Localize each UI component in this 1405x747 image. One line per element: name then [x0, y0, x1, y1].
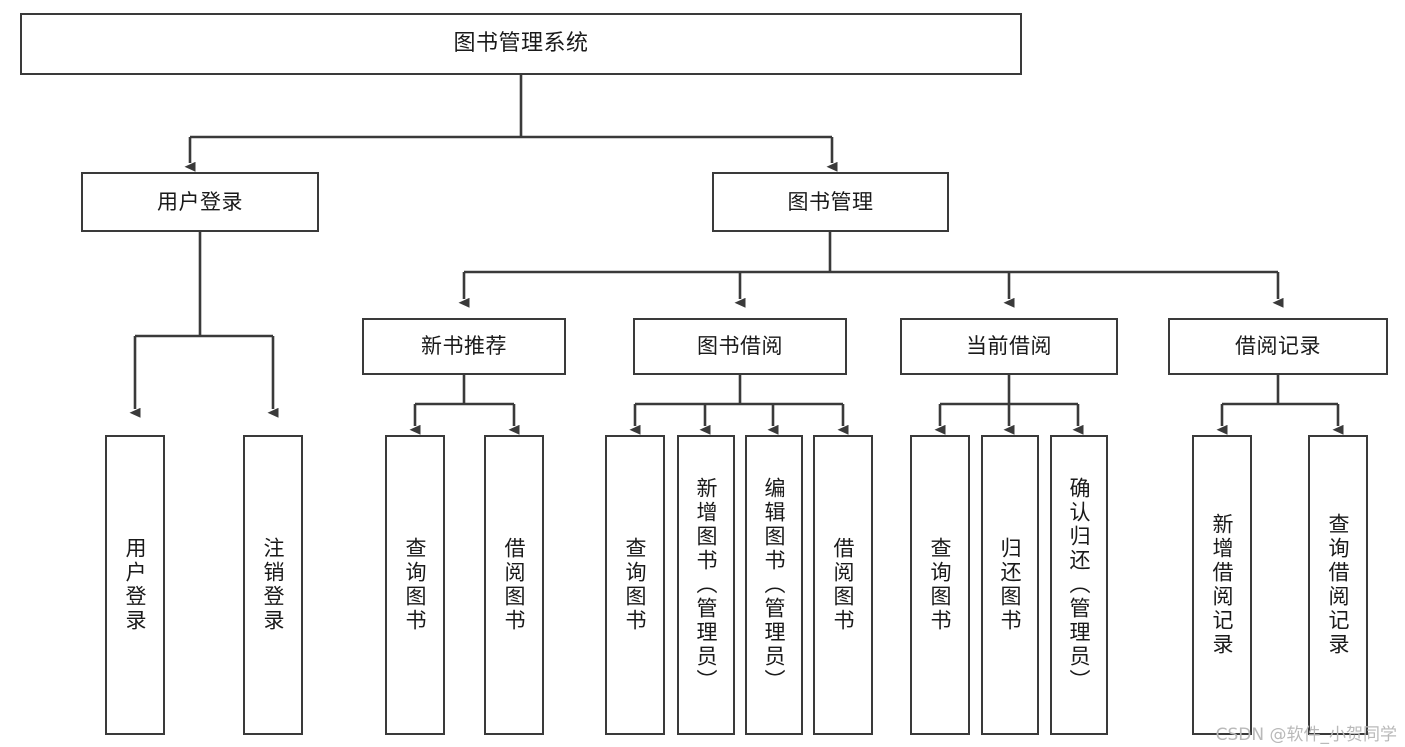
node-leaf-edit-book-label: 编辑图书（管理员）	[762, 477, 787, 693]
node-leaf-borrow-book-1[interactable]: 借阅图书	[484, 435, 544, 735]
node-leaf-query-book-2-label: 查询图书	[623, 537, 648, 633]
node-leaf-logout-login-label: 注销登录	[261, 537, 286, 633]
node-user-login-label: 用户登录	[157, 189, 243, 214]
node-current-borrow[interactable]: 当前借阅	[900, 318, 1118, 375]
node-leaf-borrow-book-1-label: 借阅图书	[502, 537, 527, 633]
node-book-manage-label: 图书管理	[787, 189, 874, 214]
node-new-book-recommend[interactable]: 新书推荐	[362, 318, 566, 375]
node-leaf-confirm-return-label: 确认归还（管理员）	[1067, 477, 1092, 693]
node-root-label: 图书管理系统	[453, 31, 589, 57]
node-leaf-return-book[interactable]: 归还图书	[981, 435, 1039, 735]
node-leaf-user-login-label: 用户登录	[123, 537, 148, 633]
node-leaf-confirm-return[interactable]: 确认归还（管理员）	[1050, 435, 1108, 735]
node-borrow-record[interactable]: 借阅记录	[1168, 318, 1388, 375]
node-leaf-logout-login[interactable]: 注销登录	[243, 435, 303, 735]
node-leaf-add-record-label: 新增借阅记录	[1210, 513, 1235, 657]
node-leaf-query-book-3[interactable]: 查询图书	[910, 435, 970, 735]
node-leaf-query-book-3-label: 查询图书	[928, 537, 953, 633]
node-leaf-query-book-2[interactable]: 查询图书	[605, 435, 665, 735]
node-leaf-query-book-1[interactable]: 查询图书	[385, 435, 445, 735]
node-leaf-add-record[interactable]: 新增借阅记录	[1192, 435, 1252, 735]
node-leaf-return-book-label: 归还图书	[998, 537, 1023, 633]
node-leaf-query-book-1-label: 查询图书	[403, 537, 428, 633]
node-leaf-borrow-book-2-label: 借阅图书	[831, 537, 856, 633]
node-leaf-borrow-book-2[interactable]: 借阅图书	[813, 435, 873, 735]
node-book-manage[interactable]: 图书管理	[712, 172, 949, 232]
node-leaf-query-record-label: 查询借阅记录	[1326, 513, 1351, 657]
node-current-borrow-label: 当前借阅	[966, 334, 1052, 359]
node-leaf-user-login[interactable]: 用户登录	[105, 435, 165, 735]
node-book-borrow[interactable]: 图书借阅	[633, 318, 847, 375]
node-book-borrow-label: 图书借阅	[697, 334, 783, 359]
node-user-login[interactable]: 用户登录	[81, 172, 319, 232]
node-borrow-record-label: 借阅记录	[1235, 334, 1321, 359]
node-root[interactable]: 图书管理系统	[20, 13, 1022, 75]
node-leaf-edit-book[interactable]: 编辑图书（管理员）	[745, 435, 803, 735]
node-leaf-query-record[interactable]: 查询借阅记录	[1308, 435, 1368, 735]
node-leaf-add-book-label: 新增图书（管理员）	[694, 477, 719, 693]
node-new-book-recommend-label: 新书推荐	[421, 334, 507, 359]
csdn-watermark: CSDN @软件_小贺同学	[1215, 725, 1397, 745]
node-leaf-add-book[interactable]: 新增图书（管理员）	[677, 435, 735, 735]
